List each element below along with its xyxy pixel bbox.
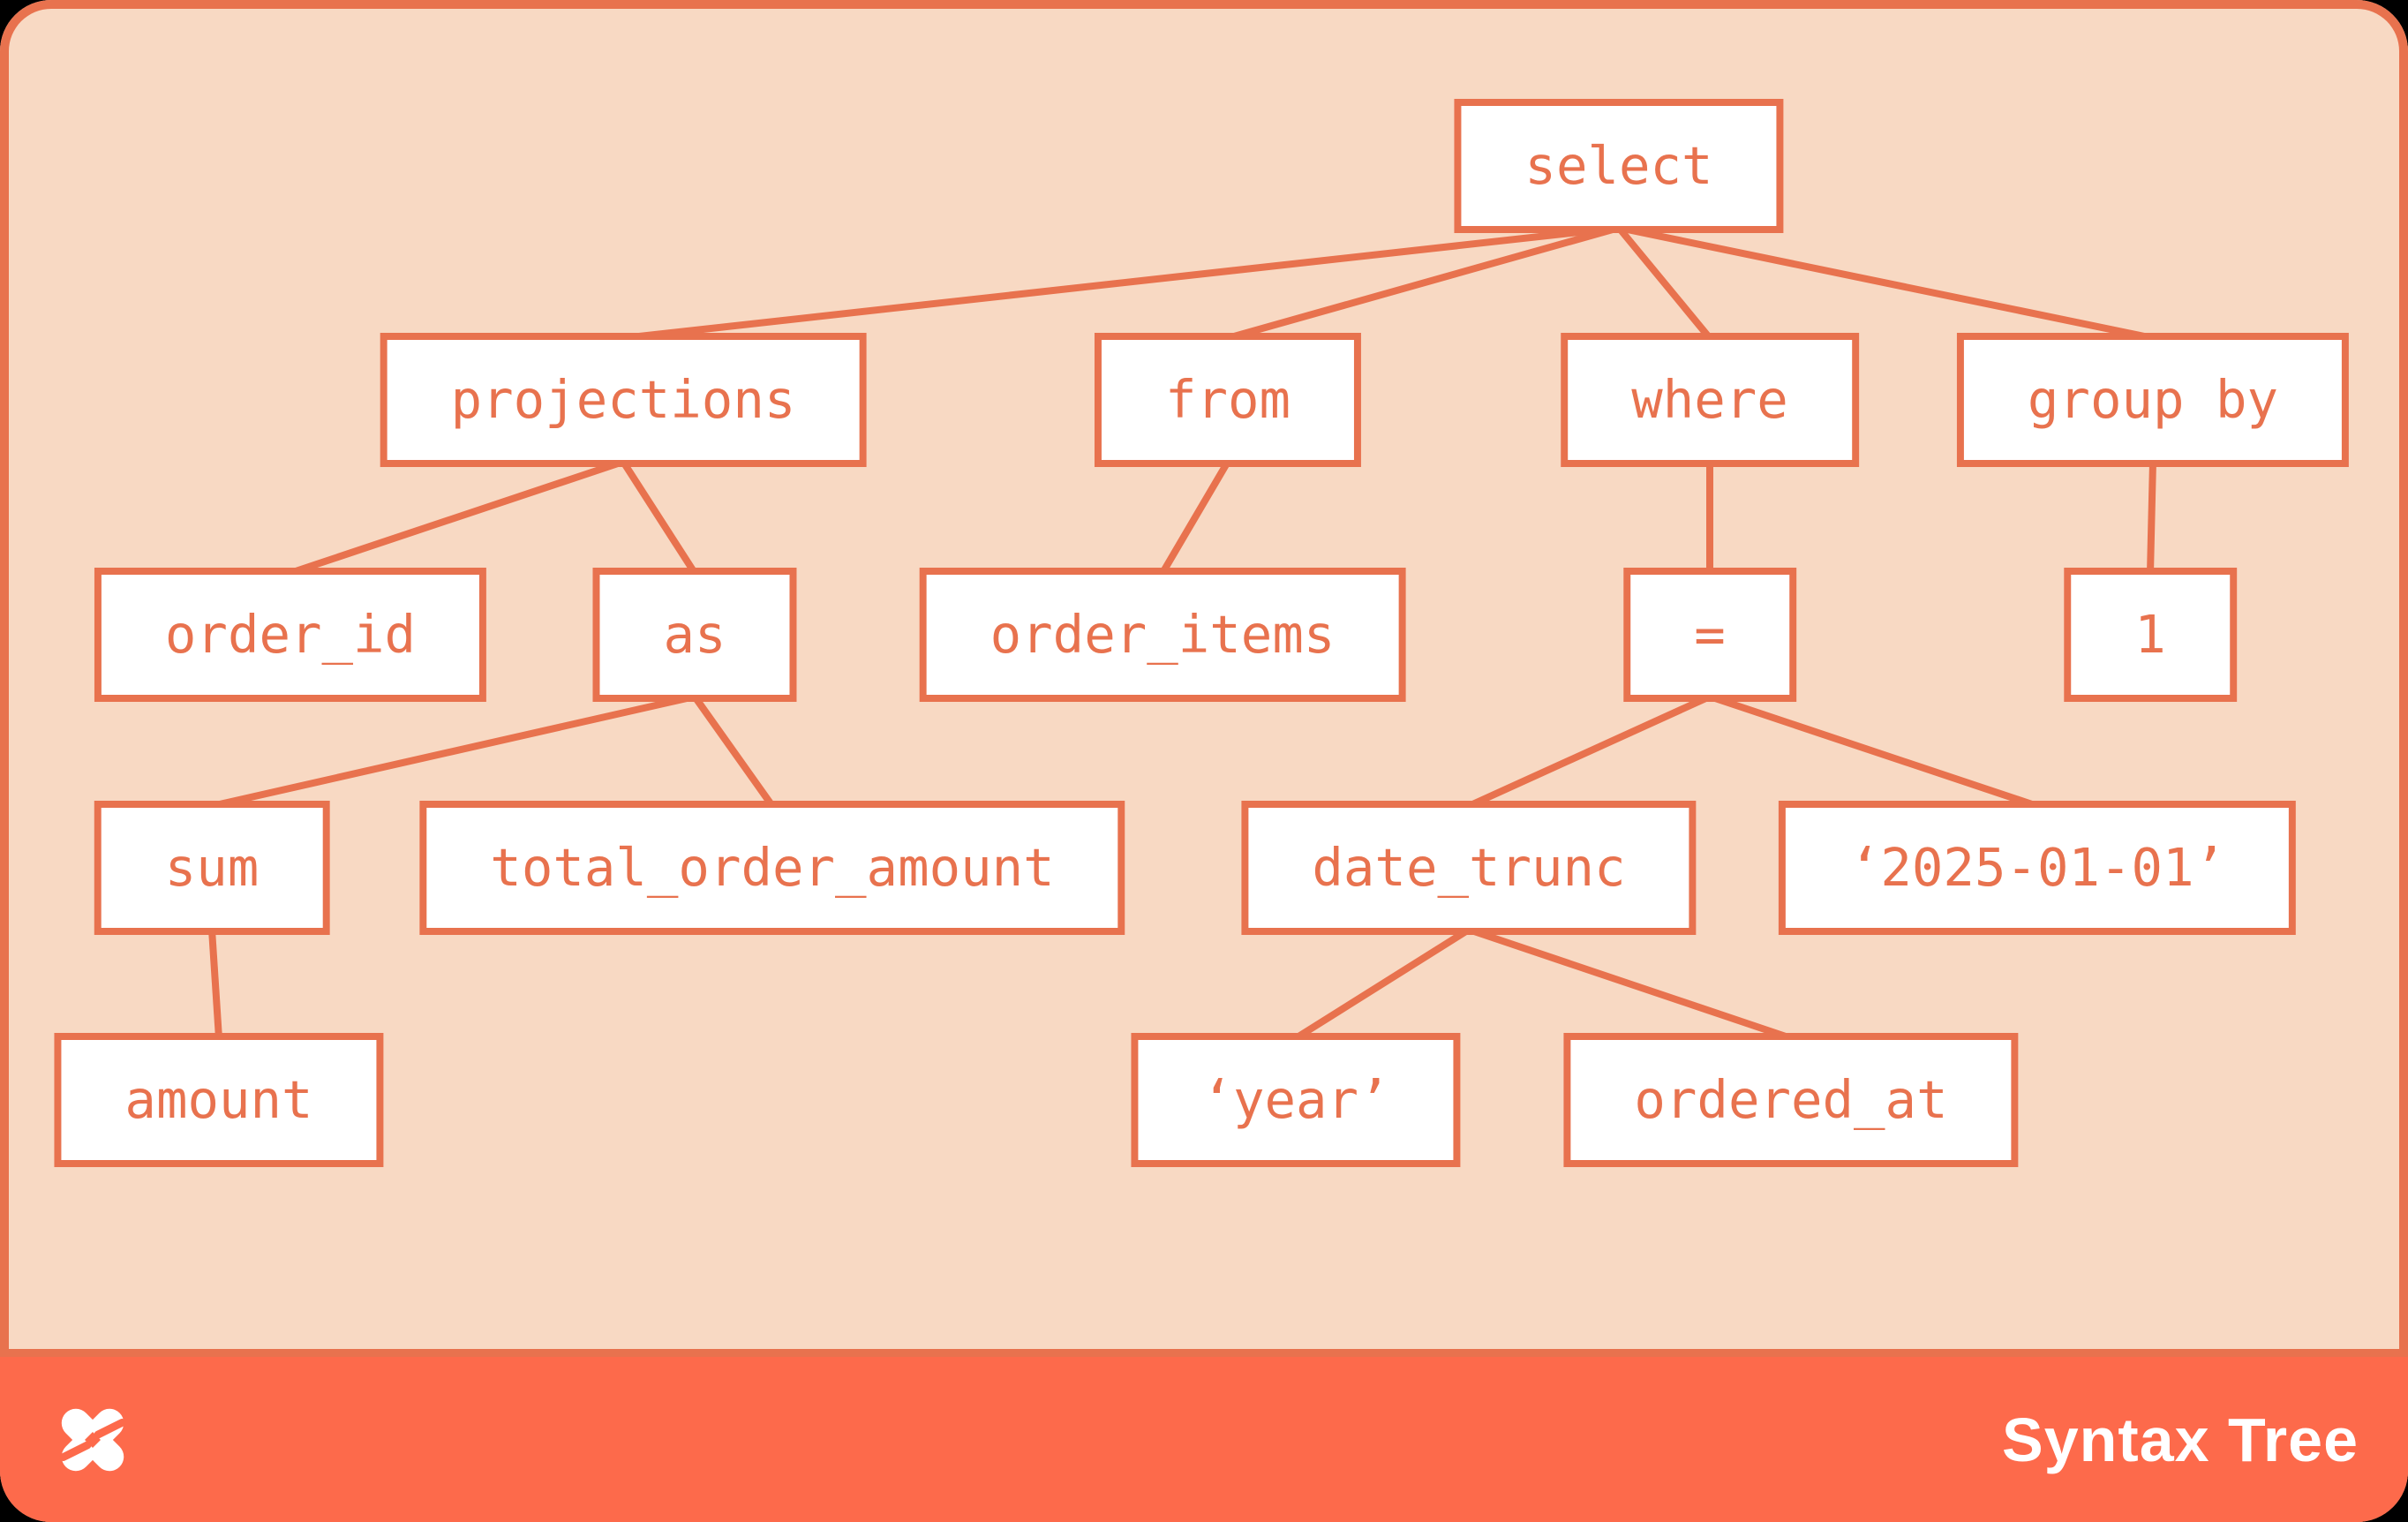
tree-node-order_items: order_items <box>919 568 1406 702</box>
tree-edge-select-where <box>1615 225 1713 341</box>
tree-node-one: 1 <box>2064 568 2237 702</box>
tree-edge-select-projections <box>622 224 1620 342</box>
tree-edge-as-sum <box>211 693 696 810</box>
tree-node-group_by: group by <box>1956 333 2350 467</box>
pinwheel-x-logo-icon <box>59 1408 126 1471</box>
tree-node-year_literal: ‘year’ <box>1131 1033 1461 1167</box>
tree-edge-eq-date_trunc <box>1467 693 1712 810</box>
tree-edge-from-order_items <box>1159 459 1231 576</box>
tree-edge-select-group_by <box>1618 224 2154 342</box>
footer-title: Syntax Tree <box>2002 1405 2359 1474</box>
tree-node-sum: sum <box>94 801 330 935</box>
footer-bar: Syntax Tree <box>0 1349 2408 1522</box>
tree-edge-as-total_order_amount <box>691 694 776 809</box>
tree-node-projections: projections <box>380 333 867 467</box>
tree-node-from: from <box>1094 333 1362 467</box>
tree-edge-group_by-one <box>2147 461 2156 574</box>
tree-edge-projections-as <box>620 459 698 576</box>
tree-node-order_id: order_id <box>94 568 487 702</box>
tree-node-ordered_at: ordered_at <box>1563 1033 2019 1167</box>
tree-edge-date_trunc-ordered_at <box>1467 926 1793 1042</box>
tree-node-where: where <box>1561 333 1859 467</box>
tree-node-date_literal: ‘2025-01-01’ <box>1778 801 2297 935</box>
tree-node-as: as <box>592 568 797 702</box>
logo-notch <box>94 1418 126 1439</box>
logo-notch <box>59 1440 92 1461</box>
tree-node-select: select <box>1454 99 1784 233</box>
tree-edge-sum-amount <box>208 929 222 1039</box>
tree-node-amount: amount <box>54 1033 384 1167</box>
tree-edge-select-from <box>1226 224 1621 342</box>
tree-edge-date_trunc-year_literal <box>1293 926 1471 1042</box>
tree-node-total_order_amount: total_order_amount <box>419 801 1125 935</box>
tree-edge-eq-date_literal <box>1708 693 2039 810</box>
tree-edge-projections-order_id <box>289 458 625 576</box>
tree-node-eq: = <box>1623 568 1796 702</box>
logo-diamond-hole <box>84 1431 102 1448</box>
tree-node-date_trunc: date_trunc <box>1241 801 1697 935</box>
